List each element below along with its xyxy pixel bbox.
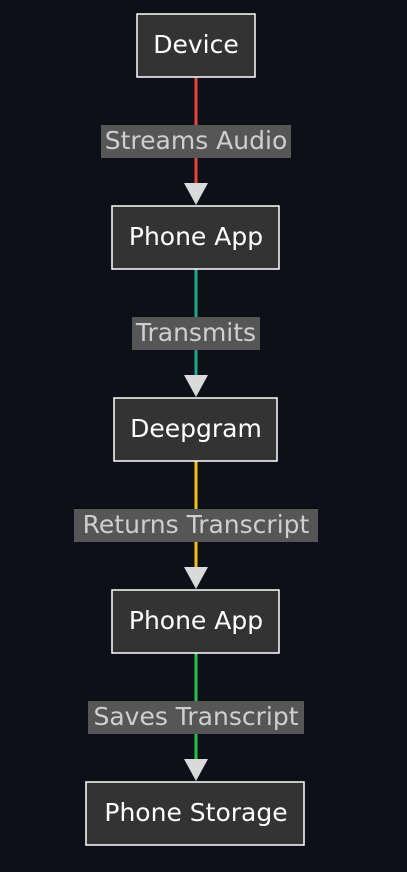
- node-box: [136, 13, 256, 78]
- node-box: [85, 781, 305, 846]
- node-box: [111, 205, 280, 270]
- edge-label-background: [74, 509, 318, 542]
- node-label: Phone App: [129, 222, 263, 251]
- edge-label: Returns Transcript: [83, 510, 310, 539]
- node-deepgram: Deepgram: [113, 397, 278, 462]
- node-box: [111, 589, 280, 654]
- arrowhead-icon: [184, 567, 208, 589]
- node-phone-app-2: Phone App: [111, 589, 280, 654]
- node-box: [113, 397, 278, 462]
- edge-deepgram-to-phone-app: Returns Transcript: [74, 461, 318, 589]
- node-device: Device: [136, 13, 256, 78]
- edge-phone-app-to-deepgram: Transmits: [132, 269, 260, 397]
- node-label: Device: [153, 30, 239, 59]
- edge-phone-app-to-phone-storage: Saves Transcript: [88, 653, 304, 781]
- edge-label: Streams Audio: [105, 126, 287, 155]
- node-label: Deepgram: [130, 414, 262, 443]
- edge-label: Saves Transcript: [93, 702, 298, 731]
- edge-label-background: [132, 317, 260, 350]
- arrowhead-icon: [184, 759, 208, 781]
- node-phone-storage: Phone Storage: [85, 781, 305, 846]
- edge-label-background: [88, 701, 304, 734]
- node-label: Phone Storage: [104, 798, 287, 827]
- node-label: Phone App: [129, 606, 263, 635]
- arrowhead-icon: [184, 183, 208, 205]
- node-phone-app-1: Phone App: [111, 205, 280, 270]
- edge-label: Transmits: [135, 318, 256, 347]
- edge-label-background: [101, 125, 291, 158]
- arrowhead-icon: [184, 375, 208, 397]
- edge-device-to-phone-app: Streams Audio: [101, 77, 291, 205]
